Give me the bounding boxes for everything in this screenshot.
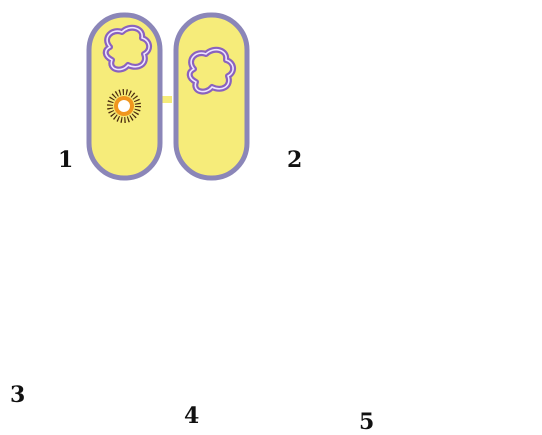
step-label: 3 bbox=[10, 384, 25, 406]
step-label: 1 bbox=[58, 149, 73, 171]
step-1-group bbox=[89, 15, 247, 178]
recipient-cell bbox=[176, 15, 247, 178]
step-label: 4 bbox=[184, 405, 199, 427]
step-label: 2 bbox=[287, 149, 302, 171]
step-label: 5 bbox=[359, 411, 374, 433]
